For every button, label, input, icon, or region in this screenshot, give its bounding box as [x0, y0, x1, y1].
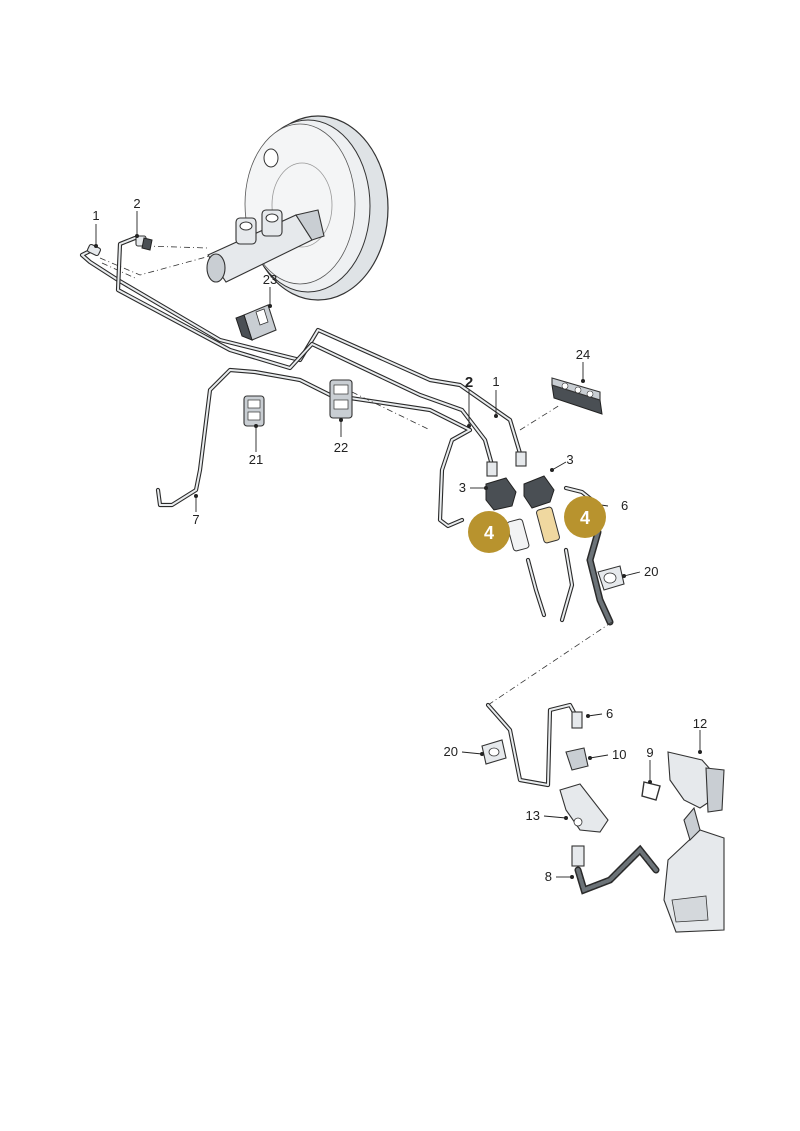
callout-2-bold[interactable]: 2 — [465, 374, 473, 391]
callout-6-lower[interactable]: 6 — [606, 706, 613, 721]
pressure-valve-right — [536, 506, 560, 544]
callout-22[interactable]: 22 — [334, 440, 348, 455]
leaders — [94, 211, 702, 879]
callout-24[interactable]: 24 — [576, 347, 590, 362]
callout-20-upper[interactable]: 20 — [644, 564, 658, 579]
spring-clip-9 — [641, 781, 661, 801]
callout-23[interactable]: 23 — [263, 272, 277, 287]
callout-12[interactable]: 12 — [693, 716, 707, 731]
callout-20-lower[interactable]: 20 — [444, 744, 458, 759]
clip-20-upper — [597, 565, 625, 591]
highlight-4-right-label: 4 — [580, 508, 590, 528]
callout-6-upper[interactable]: 6 — [621, 498, 628, 513]
brake-line-6-lower — [485, 702, 583, 788]
callout-1-right[interactable]: 1 — [492, 374, 499, 389]
callout-1[interactable]: 1 — [92, 208, 99, 223]
highlight-badge-4-left[interactable]: 4 — [468, 511, 510, 553]
bracket-13 — [559, 783, 609, 833]
callout-10[interactable]: 10 — [612, 747, 626, 762]
callout-21[interactable]: 21 — [249, 452, 263, 467]
callout-8[interactable]: 8 — [545, 869, 552, 884]
callout-7[interactable]: 7 — [192, 512, 199, 527]
clip-20-lower — [481, 739, 507, 765]
highlight-4-left-label: 4 — [484, 523, 494, 543]
callout-labels: 1 2 23 24 2 1 3 3 6 21 22 7 20 6 12 20 1… — [92, 196, 707, 884]
bracket-12 — [667, 751, 725, 813]
clip-22 — [329, 379, 353, 419]
highlight-badge-4-right[interactable]: 4 — [564, 496, 606, 538]
clip-23 — [235, 304, 277, 341]
wheel-carrier — [663, 806, 725, 933]
callout-3-left[interactable]: 3 — [459, 480, 466, 495]
master-cylinder — [206, 209, 325, 283]
clip-10 — [565, 747, 589, 771]
callout-9[interactable]: 9 — [646, 745, 653, 760]
clip-24 — [551, 377, 603, 415]
pressure-valve-left — [506, 518, 530, 552]
brake-pipe-main — [79, 235, 525, 468]
callout-2[interactable]: 2 — [133, 196, 140, 211]
connector-3-left — [485, 461, 517, 511]
callout-13[interactable]: 13 — [526, 808, 540, 823]
brake-pipe-7 — [155, 367, 473, 529]
connector-3-right — [515, 451, 555, 509]
callout-3-right[interactable]: 3 — [566, 452, 573, 467]
clip-21 — [243, 395, 265, 427]
brake-hose-8 — [571, 844, 660, 895]
